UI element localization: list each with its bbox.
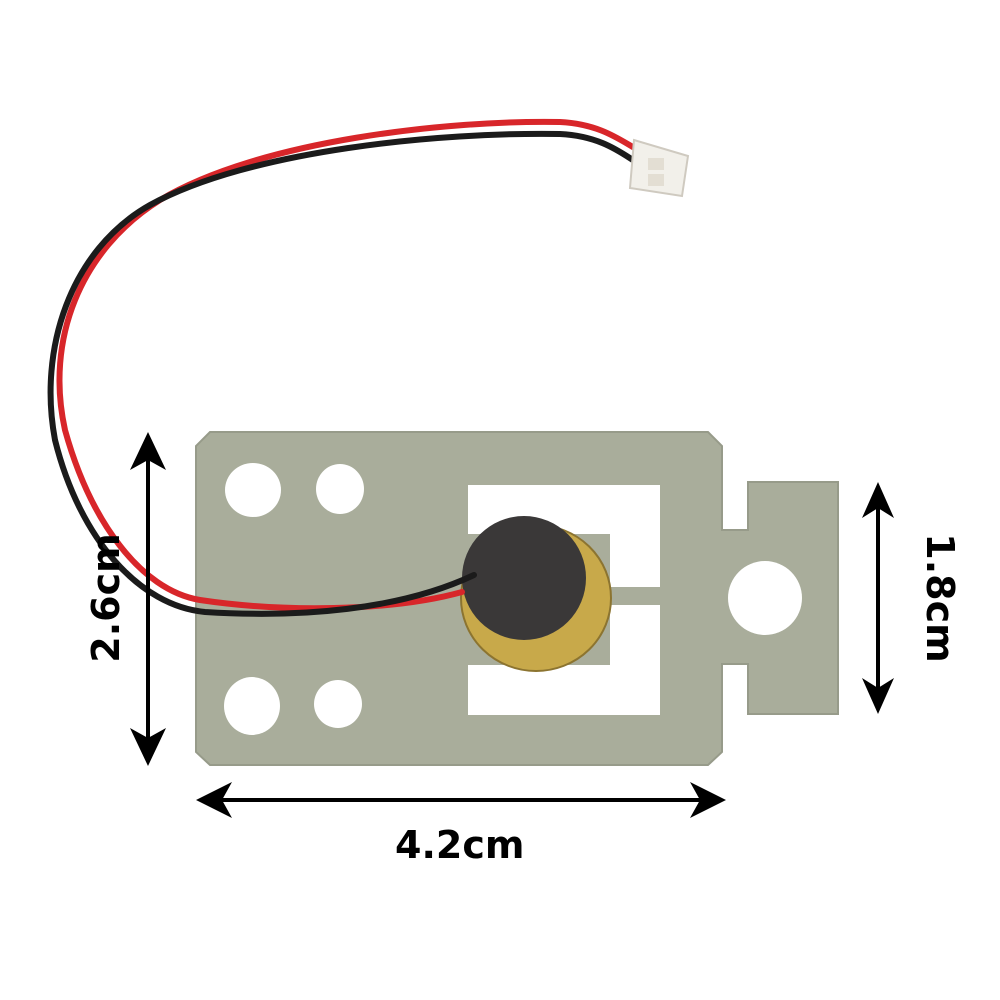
height-dimension-label: 2.6cm [84, 533, 128, 663]
tab-hole [728, 561, 802, 635]
width-dimension-label: 4.2cm [395, 823, 525, 867]
dimension-arrows [130, 432, 894, 818]
mounting-hole [314, 680, 362, 728]
mounting-hole [316, 464, 364, 514]
mounting-hole [225, 463, 281, 517]
mounting-hole [224, 677, 280, 735]
tab-dimension-label: 1.8cm [918, 533, 962, 663]
jst-connector [628, 138, 690, 198]
lead-wires [47, 118, 641, 617]
piezo-sensor [460, 516, 612, 672]
